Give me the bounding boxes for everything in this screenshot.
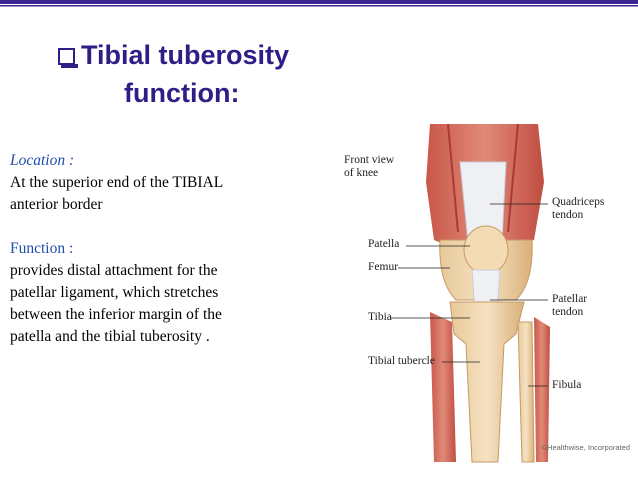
knee-illustration bbox=[390, 123, 550, 463]
body-text: Location : At the superior end of the TI… bbox=[10, 150, 330, 348]
knee-anatomy-figure: Front view of knee Patella Femur Tibia T… bbox=[338, 122, 634, 472]
slide-title: Tibial tuberosity function: bbox=[58, 36, 348, 112]
function-line-1: provides distal attachment for the bbox=[10, 262, 218, 279]
function-line-2: patellar ligament, which stretches bbox=[10, 284, 219, 301]
title-line-1: Tibial tuberosity bbox=[81, 40, 290, 70]
front-view-label: Front view of knee bbox=[344, 154, 395, 179]
quadriceps-tendon-label: Quadriceps tendon bbox=[552, 196, 605, 221]
image-credit: ©Healthwise, Incorporated bbox=[541, 443, 631, 452]
function-line-4: patella and the tibial tuberosity . bbox=[10, 328, 210, 345]
location-line-2: anterior border bbox=[10, 196, 103, 213]
tibia-label: Tibia bbox=[368, 311, 392, 323]
checkbox-bullet-icon bbox=[58, 48, 78, 68]
femur-label: Femur bbox=[368, 261, 399, 273]
title-line-2: function: bbox=[124, 78, 240, 108]
function-heading: Function : bbox=[10, 240, 74, 257]
location-heading: Location : bbox=[10, 152, 75, 169]
tibial-tubercle-label: Tibial tubercle bbox=[368, 355, 435, 367]
function-line-3: between the inferior margin of the bbox=[10, 306, 222, 323]
top-accent-bar bbox=[0, 0, 638, 7]
location-line-1: At the superior end of the TIBIAL bbox=[10, 174, 224, 191]
patellar-tendon-label: Patellar tendon bbox=[552, 293, 588, 318]
fibula-label: Fibula bbox=[552, 379, 582, 391]
patella-label: Patella bbox=[368, 238, 400, 250]
